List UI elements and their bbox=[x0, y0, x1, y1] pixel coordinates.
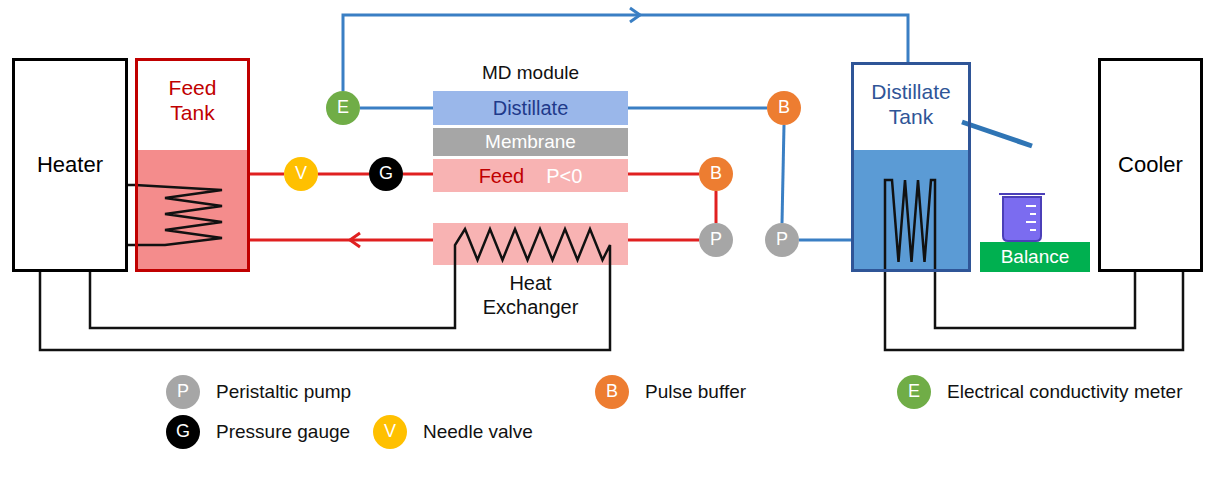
node-label: Heater bbox=[37, 152, 103, 178]
node-label: P<0 bbox=[546, 164, 582, 188]
legend-swatch: E bbox=[897, 375, 931, 409]
membrane-band: Membrane bbox=[433, 128, 628, 156]
spout bbox=[962, 122, 1032, 146]
node-label: Membrane bbox=[485, 131, 576, 154]
heater-box: Heater bbox=[12, 58, 128, 272]
node-label: B bbox=[778, 97, 790, 119]
instrument-circle: G bbox=[369, 157, 403, 191]
pipe-line bbox=[885, 272, 1183, 350]
legend-text: Needle valve bbox=[423, 421, 533, 444]
arrow-head bbox=[630, 8, 640, 22]
legend-text: Electrical conductivity meter bbox=[947, 381, 1182, 404]
node-label: Cooler bbox=[1118, 152, 1183, 178]
distillate-tank: Distillate Tank bbox=[851, 62, 971, 272]
legend-item: P Peristaltic pump bbox=[166, 375, 351, 409]
pipe-connector bbox=[885, 272, 1183, 350]
node-label: V bbox=[295, 163, 307, 185]
pipe-line bbox=[715, 191, 718, 223]
legend-symbol: E bbox=[908, 381, 920, 403]
pipe-connector bbox=[40, 265, 610, 350]
legend-symbol: V bbox=[384, 421, 396, 443]
pipe-connector bbox=[628, 240, 699, 241]
heat-exchanger: Heat Exchanger bbox=[433, 223, 628, 265]
pipe-connector bbox=[343, 8, 908, 91]
pipe-line bbox=[318, 173, 369, 176]
legend-swatch: P bbox=[166, 375, 200, 409]
legend-text: Pressure gauge bbox=[216, 421, 350, 444]
pipe-line bbox=[628, 239, 699, 242]
legend-symbol: P bbox=[177, 381, 189, 403]
module-heading: MD module bbox=[433, 62, 628, 85]
legend-symbol: B bbox=[606, 381, 618, 403]
pipe-line bbox=[403, 173, 433, 176]
pipe-connector bbox=[799, 240, 851, 241]
pipe-connector bbox=[360, 108, 433, 109]
node-label: Distillate bbox=[493, 96, 569, 120]
distillate-channel: Distillate bbox=[433, 91, 628, 125]
pipe-connector bbox=[628, 108, 767, 109]
node-label: Heat Exchanger bbox=[473, 271, 588, 319]
arrow-head bbox=[350, 233, 360, 247]
balance: Balance bbox=[980, 242, 1090, 272]
node-label: B bbox=[710, 163, 722, 185]
feed-liquid bbox=[136, 150, 249, 271]
beaker bbox=[999, 194, 1045, 241]
pipe-line bbox=[628, 107, 767, 110]
pipe-connector bbox=[782, 125, 784, 223]
legend-item: E Electrical conductivity meter bbox=[897, 375, 1182, 409]
instrument-circle: E bbox=[326, 91, 360, 125]
pipe-connector bbox=[716, 191, 717, 223]
node-label: Feed bbox=[479, 164, 525, 188]
pipe-connector bbox=[403, 174, 433, 175]
pipe-connector bbox=[128, 185, 135, 245]
instrument-circle: V bbox=[284, 157, 318, 191]
pipe-line bbox=[128, 185, 135, 245]
coils bbox=[135, 180, 935, 272]
legend-swatch: V bbox=[373, 415, 407, 449]
legend-swatch: G bbox=[166, 415, 200, 449]
pipe-connector bbox=[318, 174, 369, 175]
pipe-line bbox=[360, 107, 433, 110]
instrument-circle: B bbox=[699, 157, 733, 191]
feed-channel: Feed P<0 bbox=[433, 159, 628, 192]
pipe-line bbox=[250, 239, 433, 242]
legend-item: G Pressure gauge bbox=[166, 415, 350, 449]
legend-swatch: B bbox=[595, 375, 629, 409]
instrument-circle: P bbox=[765, 223, 799, 257]
cooler-box: Cooler bbox=[1098, 58, 1203, 272]
legend-text: Peristaltic pump bbox=[216, 381, 351, 404]
node-label: P bbox=[710, 229, 722, 251]
node-label: E bbox=[337, 97, 349, 119]
distillate-liquid bbox=[852, 150, 970, 271]
pipe-line bbox=[782, 125, 784, 223]
legend-item: B Pulse buffer bbox=[595, 375, 746, 409]
pipe-line bbox=[40, 265, 610, 350]
instrument-circle: B bbox=[767, 91, 801, 125]
legend-symbol: G bbox=[176, 421, 190, 443]
pipe-connector bbox=[250, 233, 433, 247]
instrument-circle: P bbox=[699, 223, 733, 257]
legend-text: Pulse buffer bbox=[645, 381, 746, 404]
heat-exchanger-body bbox=[433, 223, 628, 265]
node-label: G bbox=[379, 163, 393, 185]
pipe-connector bbox=[250, 174, 284, 175]
pipe-line bbox=[628, 173, 699, 176]
pipe-line bbox=[250, 173, 284, 176]
node-label: Balance bbox=[1001, 246, 1070, 269]
legend-item: V Needle valve bbox=[373, 415, 533, 449]
node-label: Feed Tank bbox=[138, 75, 247, 125]
pipe-line bbox=[343, 15, 908, 91]
feed-tank: Feed Tank bbox=[135, 58, 250, 272]
node-label: Distillate Tank bbox=[854, 79, 968, 129]
pipe-connector bbox=[628, 174, 699, 175]
node-label: P bbox=[776, 229, 788, 251]
pipe-line bbox=[799, 239, 851, 242]
